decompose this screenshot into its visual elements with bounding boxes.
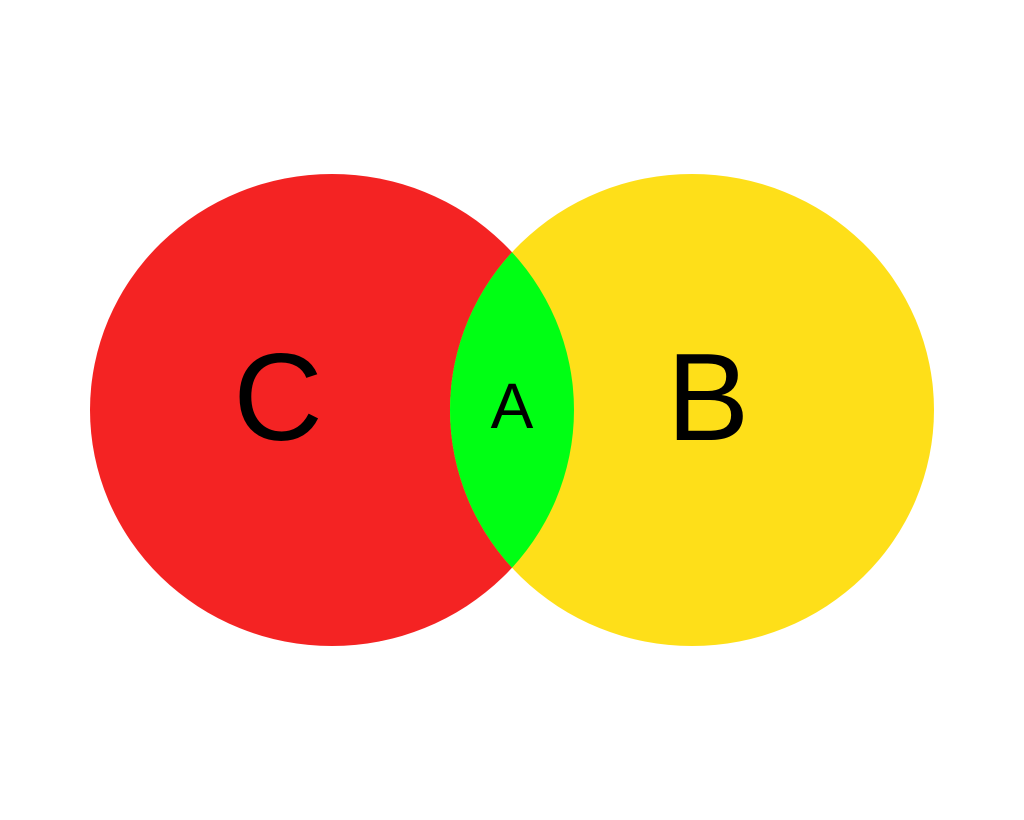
set-b-circle	[450, 174, 934, 646]
set-b-label: B	[667, 329, 750, 467]
intersection-label: A	[491, 370, 534, 442]
set-c-circle	[90, 174, 574, 646]
set-c-label: C	[233, 329, 323, 467]
